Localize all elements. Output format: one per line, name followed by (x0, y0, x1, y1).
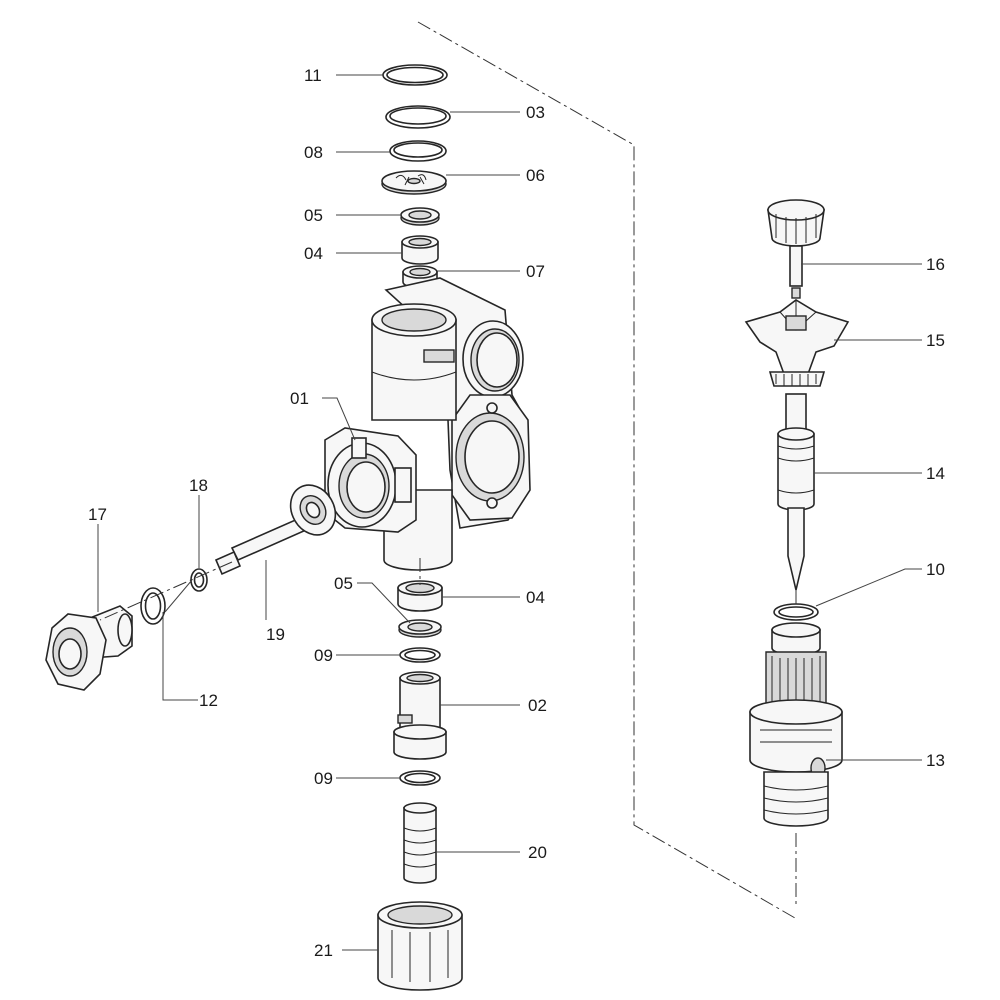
label-21: 21 (314, 941, 333, 960)
part-01-valve-body (324, 277, 531, 571)
part-05-washer-lower (398, 619, 442, 638)
part-06-valve-disc (381, 170, 447, 195)
part-12-washer (140, 587, 166, 625)
part-19-stem (214, 484, 337, 576)
label-06: 06 (526, 166, 545, 185)
part-04-bushing-lower (397, 580, 443, 612)
label-08: 08 (304, 143, 323, 162)
label-09-lower: 09 (314, 769, 333, 788)
label-19: 19 (266, 625, 285, 644)
leader-lines (97, 74, 922, 951)
label-11: 11 (304, 66, 322, 85)
part-14-needle (777, 393, 815, 591)
part-20-hose-barb (403, 802, 437, 884)
subassembly-boundary (417, 21, 796, 919)
label-10: 10 (926, 560, 945, 579)
label-13: 13 (926, 751, 945, 770)
label-04-lower: 04 (526, 588, 545, 607)
part-08-ring (389, 140, 447, 162)
part-13-cartridge (749, 622, 843, 827)
part-11-oring (382, 64, 448, 86)
part-21-nut (377, 901, 463, 991)
label-05-upper: 05 (304, 206, 323, 225)
label-15: 15 (926, 331, 945, 350)
part-03-ring (385, 105, 451, 129)
label-05-lower: 05 (334, 574, 353, 593)
label-03: 03 (526, 103, 545, 122)
label-18: 18 (189, 476, 208, 495)
label-07: 07 (526, 262, 545, 281)
part-10-oring (773, 603, 819, 621)
part-09-oring-upper (399, 647, 441, 663)
label-14: 14 (926, 464, 945, 483)
part-05-washer-upper (400, 207, 440, 226)
part-09-oring-lower (399, 770, 441, 786)
label-20: 20 (528, 843, 547, 862)
label-16: 16 (926, 255, 945, 274)
part-15-handle (744, 299, 850, 387)
part-16-knob (767, 199, 825, 299)
label-04-upper: 04 (304, 244, 323, 263)
part-17-plug (45, 605, 133, 691)
label-12: 12 (199, 691, 218, 710)
label-09-upper: 09 (314, 646, 333, 665)
part-04-bushing-upper (401, 235, 439, 265)
label-02: 02 (528, 696, 547, 715)
callout-labels: 11 03 08 06 05 04 07 01 18 17 19 12 05 0… (88, 66, 945, 960)
part-02-sleeve (393, 671, 447, 760)
part-18-oring (190, 568, 208, 592)
label-01: 01 (290, 389, 309, 408)
label-17: 17 (88, 505, 107, 524)
